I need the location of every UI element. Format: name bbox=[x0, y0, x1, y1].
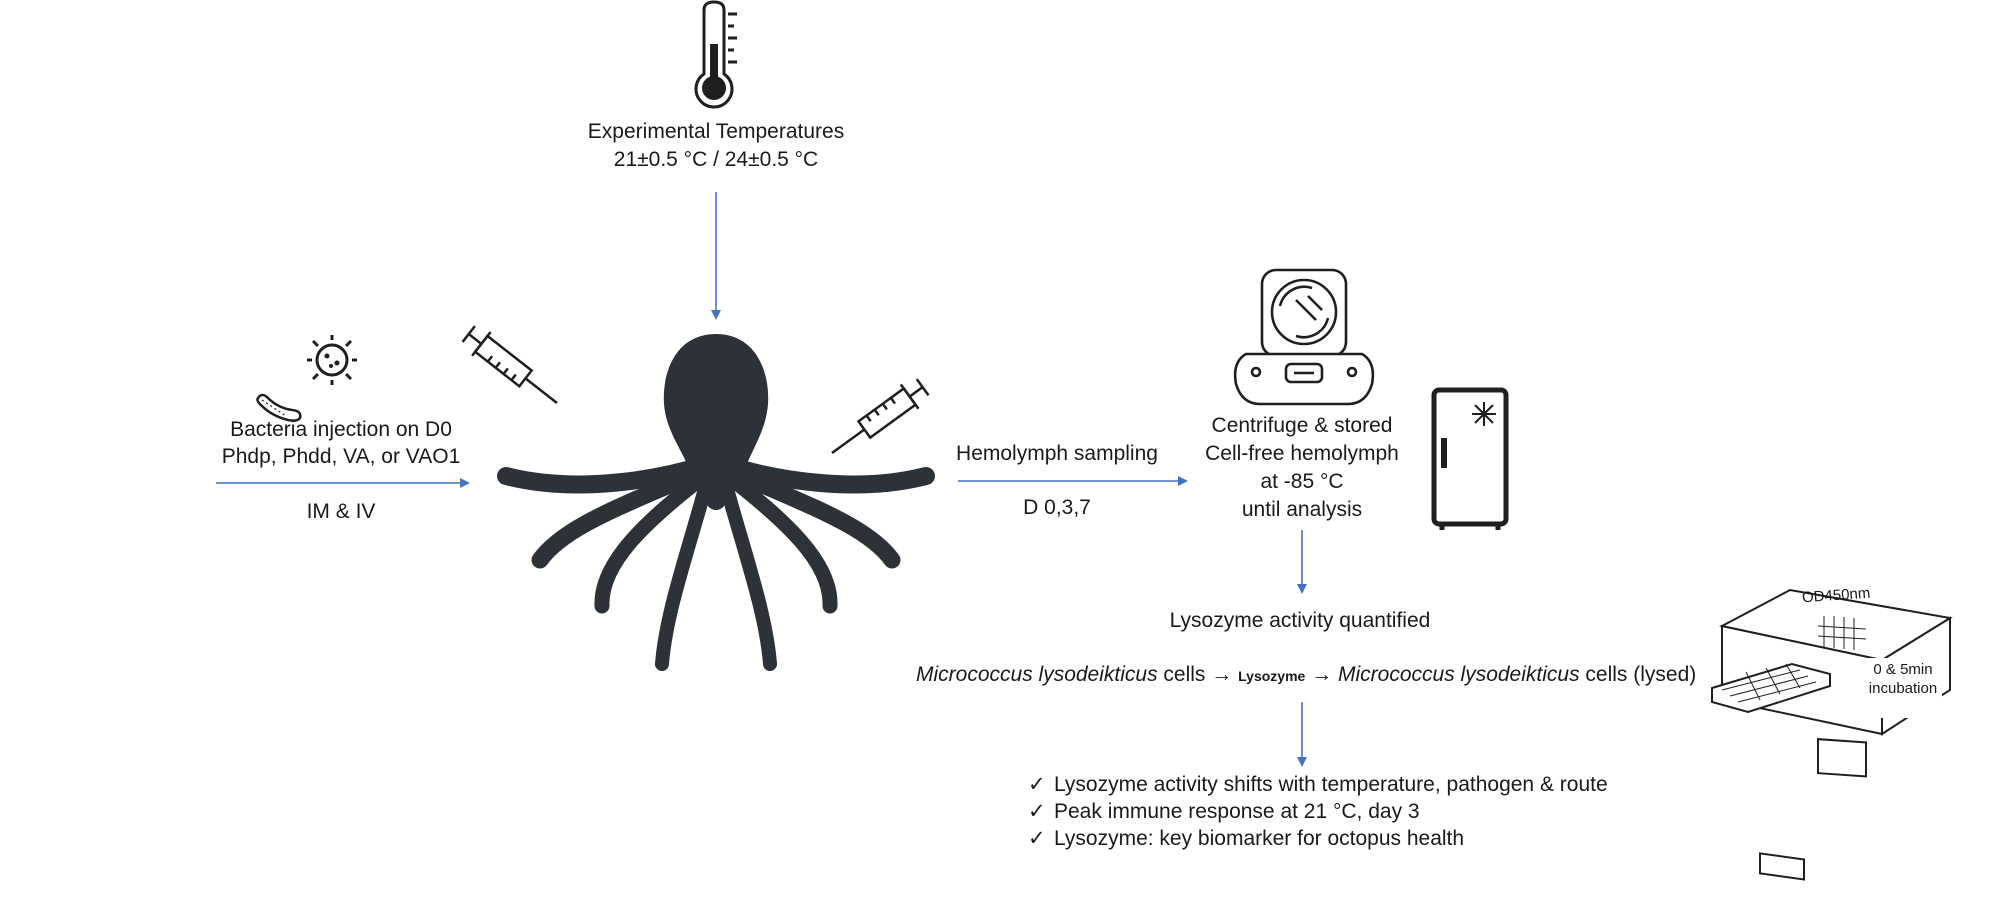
finding-text: Peak immune response at 21 °C, day 3 bbox=[1054, 800, 1420, 823]
sampling-days: D 0,3,7 bbox=[1023, 496, 1091, 519]
finding-item: ✓ Lysozyme activity shifts with temperatu… bbox=[1028, 771, 1608, 798]
species-name: Micrococcus lysodeikticus bbox=[1338, 663, 1580, 686]
assay-reaction: Micrococcus lysodeikticus cells → Lysozy… bbox=[916, 661, 1696, 690]
octopus-icon bbox=[497, 334, 935, 671]
storage-line-3: at -85 °C bbox=[1260, 470, 1344, 493]
freezer-icon bbox=[1431, 387, 1509, 530]
injection-pathogens: Phdp, Phdd, VA, or VAO1 bbox=[221, 445, 461, 468]
storage-line-1: Centrifuge & stored bbox=[1211, 414, 1393, 437]
enzyme-label: Lysozyme bbox=[1238, 668, 1306, 684]
species-name: Micrococcus lysodeikticus bbox=[916, 663, 1158, 686]
assay-title: Lysozyme activity quantified bbox=[1169, 609, 1431, 632]
check-icon: ✓ bbox=[1028, 800, 1046, 823]
virus-icon bbox=[307, 335, 357, 385]
finding-item: ✓ Lysozyme: key biomarker for octopus hea… bbox=[1028, 825, 1464, 852]
reaction-arrow: → bbox=[1211, 663, 1233, 686]
check-icon: ✓ bbox=[1028, 827, 1046, 850]
syringe-icon bbox=[831, 378, 930, 455]
incubation-label: incubation bbox=[1868, 680, 1938, 697]
storage-line-2: Cell-free hemolymph bbox=[1205, 442, 1399, 465]
storage-line-4: until analysis bbox=[1241, 498, 1363, 521]
finding-item: ✓ Peak immune response at 21 °C, day 3 bbox=[1028, 798, 1420, 825]
temperature-title: Experimental Temperatures bbox=[587, 120, 845, 143]
temperature-values: 21±0.5 °C / 24±0.5 °C bbox=[613, 148, 819, 171]
plate-reader-icon bbox=[1711, 588, 1953, 881]
lysed-cells-label: cells (lysed) bbox=[1585, 663, 1697, 686]
finding-text: Lysozyme activity shifts with temperatur… bbox=[1054, 773, 1608, 796]
bacteria-icon bbox=[256, 393, 302, 422]
incubation-time: 0 & 5min bbox=[1873, 661, 1933, 678]
finding-text: Lysozyme: key biomarker for octopus heal… bbox=[1054, 827, 1465, 850]
reaction-arrow: → bbox=[1311, 663, 1333, 686]
syringe-icon bbox=[461, 325, 558, 404]
thermometer-icon bbox=[694, 0, 737, 109]
check-icon: ✓ bbox=[1028, 773, 1046, 796]
injection-label: Bacteria injection on D0 bbox=[230, 418, 452, 441]
centrifuge-icon bbox=[1233, 268, 1375, 406]
cells-label: cells bbox=[1163, 663, 1206, 686]
injection-route: IM & IV bbox=[306, 500, 376, 523]
sampling-label: Hemolymph sampling bbox=[956, 442, 1158, 465]
